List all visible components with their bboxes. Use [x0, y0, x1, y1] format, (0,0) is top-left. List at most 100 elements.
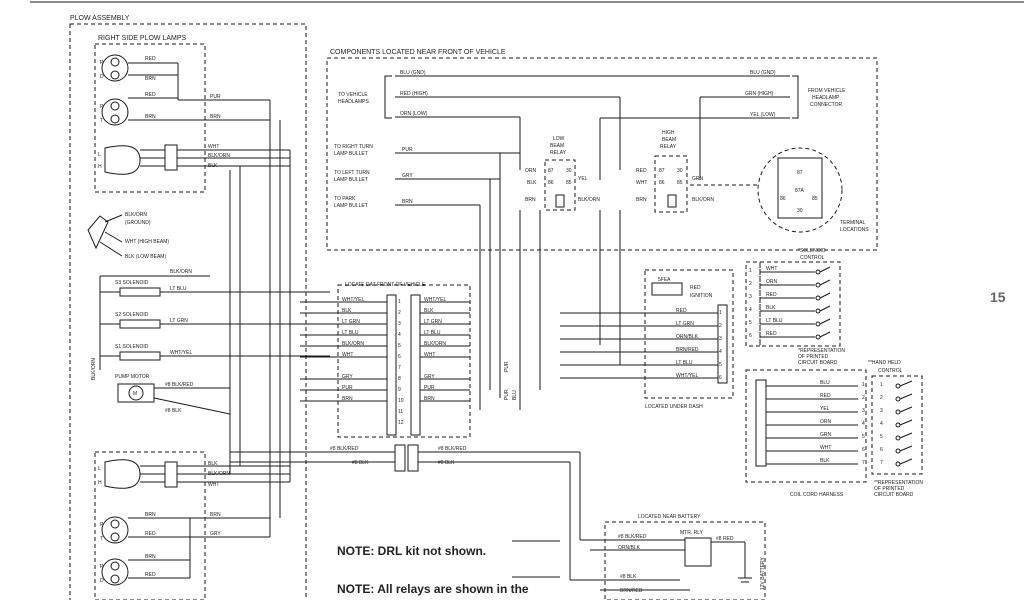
sc-footnote: OF PRINTED — [798, 354, 829, 360]
plow-assembly-title: PLOW ASSEMBLY — [70, 15, 130, 22]
pin-number: 1 — [880, 382, 883, 388]
pin-number: 3 — [880, 408, 883, 414]
svg-text:BEAM: BEAM — [550, 143, 564, 149]
cable-label: #8 BLK — [352, 460, 369, 466]
pin-number: 6 — [398, 354, 401, 360]
svg-text:H: H — [98, 164, 102, 170]
svg-text:S1 SOLENOID: S1 SOLENOID — [115, 344, 149, 350]
svg-text:T: T — [100, 536, 103, 542]
front-connector-box — [337, 284, 471, 438]
svg-text:87A: 87A — [795, 188, 805, 194]
note-drl: NOTE: DRL kit not shown. — [337, 544, 486, 558]
wire-label: RED — [145, 92, 156, 98]
svg-text:P: P — [100, 104, 104, 110]
connector-wire-left: WHT/YEL — [342, 297, 364, 303]
from-vehicle-label: CONNECTOR — [810, 102, 843, 108]
pin-number: 7 — [862, 460, 865, 466]
pin-number: 3 — [719, 336, 722, 342]
svg-text:85: 85 — [677, 180, 683, 186]
mtr-relay-label: MTR. RLY — [680, 530, 704, 536]
page-number: 15 — [990, 289, 1006, 305]
svg-text:GRN: GRN — [692, 176, 704, 182]
pin-number: 9 — [398, 387, 401, 393]
bullet-label: LAMP BULLET — [334, 203, 368, 209]
bullet-label: TO RIGHT TURN — [334, 144, 373, 150]
svg-text:LT GRN: LT GRN — [170, 318, 188, 324]
svg-text:BEAM: BEAM — [662, 137, 676, 143]
battery-wire: #8 BLK — [620, 574, 637, 580]
connector-wire-right: BLK/ORN — [424, 341, 446, 347]
wire-label: ORN (LOW) — [400, 111, 428, 117]
hh-footnote: OF PRINTED — [874, 486, 905, 492]
switch-arm — [819, 318, 831, 325]
pin-number: 10 — [398, 398, 404, 404]
pin-number: 11 — [398, 409, 403, 415]
svg-text:RED: RED — [636, 168, 647, 174]
hh-wire: BLK — [820, 458, 830, 464]
dash-wire: BRN/RED — [676, 347, 699, 353]
low-beam-relay: LOW BEAM RELAY ORN BLK 87 30 86 85 YEL B… — [525, 136, 600, 211]
hand-held-title: **HAND HELD — [868, 360, 901, 366]
s2-solenoid: S2 SOLENOID LT GRN — [100, 312, 330, 329]
switch-arm — [899, 432, 913, 439]
connector-right — [410, 294, 421, 436]
wire-label: BRN — [145, 76, 156, 82]
connector-left — [386, 294, 397, 436]
pin-number: 5 — [719, 362, 722, 368]
switch-contact — [815, 334, 821, 340]
bullet-label: TO LEFT TURN — [334, 170, 370, 176]
to-vehicle-label: HEADLAMPS — [338, 99, 370, 105]
svg-text:M: M — [133, 391, 137, 397]
vertical-wire-label: PUR — [504, 389, 510, 400]
under-dash-box — [644, 269, 734, 399]
svg-text:P: P — [100, 60, 104, 66]
harness-label: BLK/ORN — [208, 471, 230, 477]
svg-text:RELAY: RELAY — [550, 150, 567, 156]
left-brace — [384, 75, 392, 119]
svg-text:30: 30 — [797, 208, 803, 214]
coil-cord-conn — [755, 379, 767, 467]
switch-contact — [895, 383, 901, 389]
pin-number: 5 — [862, 434, 865, 440]
lamp-2: P T — [100, 98, 129, 126]
svg-text:BLK/ORN: BLK/ORN — [170, 269, 192, 275]
switch-arm — [819, 292, 831, 299]
pin-number: 5 — [880, 434, 883, 440]
under-dash-title: LOCATED UNDER DASH — [645, 404, 703, 410]
hand-held-box — [871, 375, 923, 475]
connector-wire-left: BRN — [342, 396, 353, 402]
svg-text:T: T — [100, 118, 103, 124]
dash-wire: RED — [676, 308, 687, 314]
ground-connector — [87, 215, 109, 250]
switch-arm — [819, 305, 831, 312]
hh-wire: YEL — [820, 406, 830, 412]
svg-text:RELAY: RELAY — [660, 144, 677, 150]
switch-contact — [895, 461, 901, 467]
hh-wire: ORN — [820, 419, 832, 425]
terminal-locations: 87 87A 86 85 30 TERMINAL LOCATIONS — [757, 147, 869, 233]
wire-label: RED — [145, 56, 156, 62]
pin-number: 1 — [398, 299, 401, 305]
connector-wire-left: GRY — [342, 374, 353, 380]
svg-text:30: 30 — [677, 168, 683, 174]
battery-wire: BRN/RED — [620, 588, 643, 594]
svg-text:TERMINAL: TERMINAL — [840, 220, 866, 226]
motor-wire: #8 BLK — [165, 408, 182, 414]
pin-number: 2 — [880, 395, 883, 401]
pin-number: 4 — [862, 421, 865, 427]
switch-contact — [895, 422, 901, 428]
hh-wire: WHT — [820, 445, 831, 451]
svg-text:D: D — [100, 74, 104, 80]
right-brace — [792, 75, 799, 119]
bullet-wire: BRN — [402, 199, 413, 205]
pin-number: 2 — [398, 310, 401, 316]
pin-number: 6 — [862, 447, 865, 453]
connector-wire-right: BRN — [424, 396, 435, 402]
pin-number: 3 — [749, 294, 752, 300]
connector-wire-left: LT BLU — [342, 330, 359, 336]
pin-number: 1 — [719, 310, 722, 316]
svg-text:BLK/ORN: BLK/ORN — [578, 197, 600, 203]
svg-text:LOW: LOW — [553, 136, 565, 142]
connector-wire-right: LT BLU — [424, 330, 441, 336]
